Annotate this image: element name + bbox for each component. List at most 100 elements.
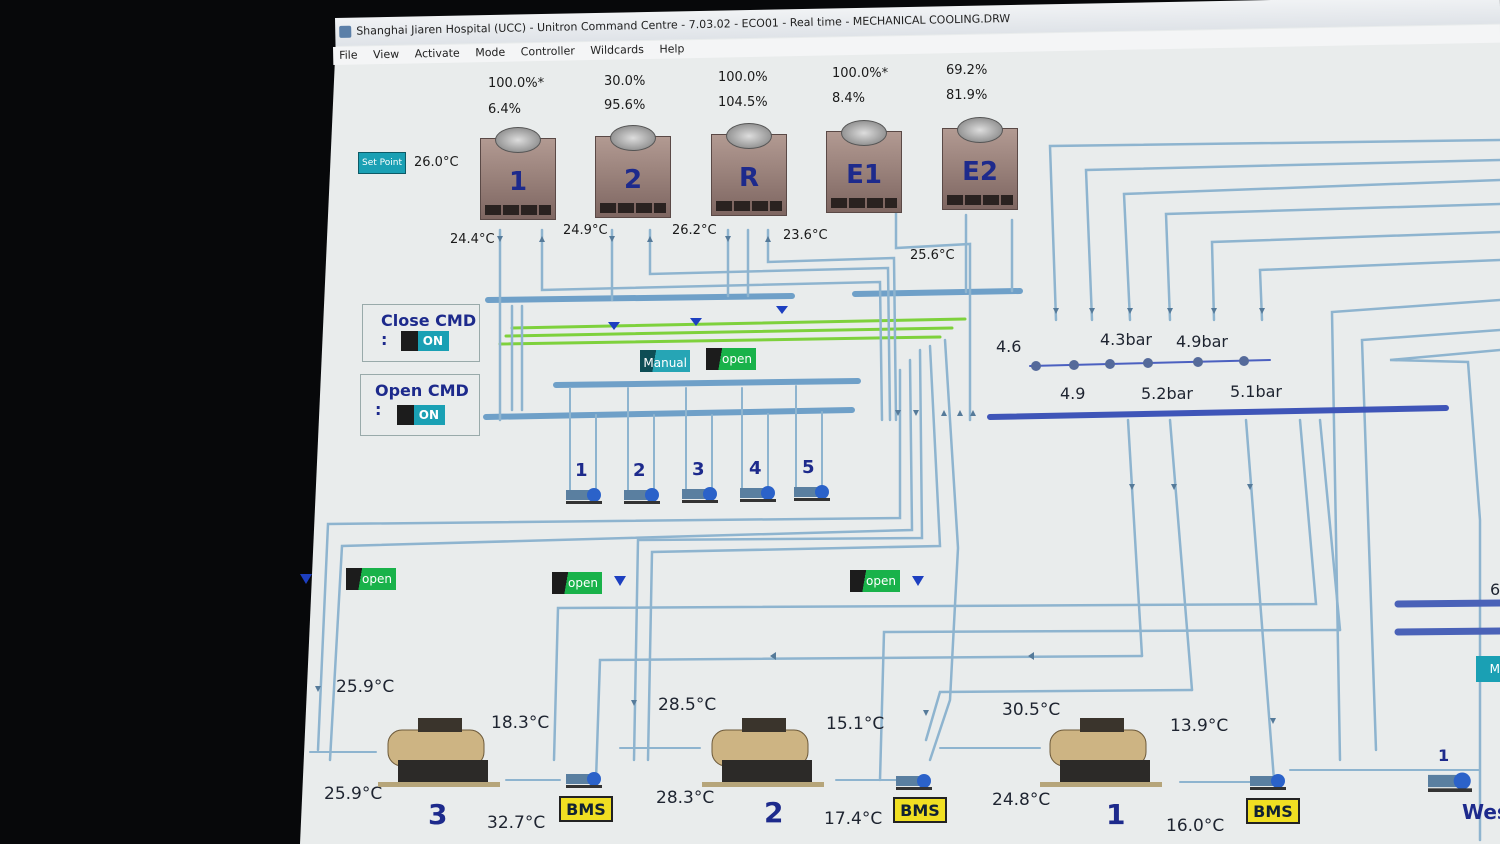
pump-label-5: 5 [802,457,815,478]
tower-r-bottom-pct: 104.5% [718,95,768,110]
tower-grill [947,195,1013,205]
chiller-2-right-low-temp: 17.4°C [824,809,883,829]
pressure-p3: 4.9bar [1176,332,1228,351]
tower-label: R [738,163,760,193]
chiller-2-left-low-temp: 28.3°C [656,788,715,808]
tower-r-temp: 26.2°C [672,223,717,238]
tower-2-bottom-pct: 95.6% [604,98,646,113]
chiller-3-inlet-temp: 25.9°C [336,677,395,697]
menu-activate[interactable]: Activate [414,46,460,61]
tower-grill [485,205,551,215]
bms-button-chiller-3[interactable]: BMS [559,796,613,822]
close-cmd-on-button[interactable]: ON [401,331,449,351]
pump-icon[interactable] [682,485,718,503]
pressure-p4: 4.9 [1060,384,1086,403]
fan-icon [726,123,772,149]
chiller-2-label: 2 [764,796,784,829]
tower-e1-top-pct: 100.0%* [832,66,889,81]
setpoint-button[interactable]: Set Point [358,152,406,174]
fan-icon [841,120,887,146]
pump-icon[interactable] [1250,772,1286,790]
menu-help[interactable]: Help [659,42,685,56]
menu-controller[interactable]: Controller [520,44,575,59]
tower-e1-temp: 23.6°C [783,228,828,243]
tower-label: 1 [508,167,528,197]
right-edge-pump-label: 1 [1438,746,1450,765]
tower-r-top-pct: 100.0% [718,70,768,85]
pump-icon[interactable] [740,484,776,502]
chiller-1-left-low-temp: 24.8°C [992,790,1051,810]
tower-1-bottom-pct: 6.4% [488,102,522,117]
chiller-3-left-low-temp: 25.9°C [324,784,383,804]
tower-e2-temp: 25.6°C [910,248,955,263]
chiller-2-inlet-temp: 28.5°C [658,695,717,715]
tower-e2-bottom-pct: 81.9% [946,88,988,103]
chiller-3-right-low-temp: 32.7°C [487,813,546,833]
chiller-1-label: 1 [1106,798,1126,831]
pump-icon[interactable] [566,486,602,504]
tower-grill [716,201,782,211]
menu-file[interactable]: File [339,48,358,62]
tower-e2-top-pct: 69.2% [946,63,988,78]
pump-icon[interactable] [566,770,602,788]
tower-label: 2 [623,165,643,195]
tower-2-temp: 24.9°C [563,223,608,238]
open-button-right[interactable]: open [850,570,900,592]
menu-view[interactable]: View [372,47,400,62]
cooling-tower-2[interactable]: 2 [595,125,671,218]
cooling-tower-1[interactable]: 1 [480,127,556,220]
menu-wildcards[interactable]: Wildcards [590,43,645,58]
tower-2-top-pct: 30.0% [604,74,646,89]
cooling-tower-e1[interactable]: E1 [826,120,902,213]
chiller-3-right-high-temp: 18.3°C [491,713,550,733]
pump-icon[interactable] [896,772,932,790]
open-cmd-on-button[interactable]: ON [397,405,445,425]
app-icon [339,25,352,38]
pump-label-2: 2 [633,460,646,481]
tower-e1-bottom-pct: 8.4% [832,91,866,106]
open-button-mid[interactable]: open [552,572,602,594]
cooling-tower-r[interactable]: R [711,123,787,216]
pump-icon[interactable] [794,483,830,501]
bms-button-chiller-1[interactable]: BMS [1246,798,1300,824]
chiller-2-right-high-temp: 15.1°C [826,714,885,734]
fan-icon [610,125,656,151]
tower-grill [600,203,666,213]
manual-button[interactable]: Manual [640,350,690,372]
tower-1-temp: 24.4°C [450,232,495,247]
menu-mode[interactable]: Mode [475,45,506,60]
chiller-1-inlet-temp: 30.5°C [1002,700,1061,720]
tower-grill [831,198,897,208]
bms-button-chiller-2[interactable]: BMS [893,797,947,823]
close-cmd-panel: Close CMD : ON [362,304,480,362]
pump-label-1: 1 [575,460,588,481]
tower-label: E2 [962,157,998,187]
tower-label: E1 [846,160,882,190]
pump-label-3: 3 [692,459,705,480]
right-edge-text: Wes [1462,800,1500,824]
open-button-top[interactable]: open [706,348,756,370]
cooling-tower-e2[interactable]: E2 [942,117,1018,210]
window-title: Shanghai Jiaren Hospital (UCC) - Unitron… [356,12,1011,38]
chiller-1[interactable] [1040,716,1162,788]
chiller-3[interactable] [378,716,500,788]
pump-icon[interactable] [624,486,660,504]
open-cmd-label: Open CMD : [375,381,469,419]
pump-label-4: 4 [749,458,762,479]
pump-icon[interactable] [1428,770,1472,792]
chiller-1-right-low-temp: 16.0°C [1166,816,1225,836]
chiller-3-label: 3 [428,798,448,831]
tower-1-top-pct: 100.0%* [488,76,545,91]
open-cmd-panel: Open CMD : ON [360,374,480,436]
right-edge-number: 6 [1490,580,1500,599]
close-cmd-label: Close CMD : [381,311,477,349]
fan-icon [957,117,1003,143]
pressure-p5: 5.2bar [1141,384,1193,403]
open-button-left[interactable]: open [346,568,396,590]
chiller-1-right-high-temp: 13.9°C [1170,716,1229,736]
setpoint-value: 26.0°C [414,155,459,170]
chiller-2[interactable] [702,716,824,788]
fan-icon [495,127,541,153]
pressure-p1: 4.6 [996,337,1022,356]
right-edge-badge[interactable]: M [1476,656,1500,682]
